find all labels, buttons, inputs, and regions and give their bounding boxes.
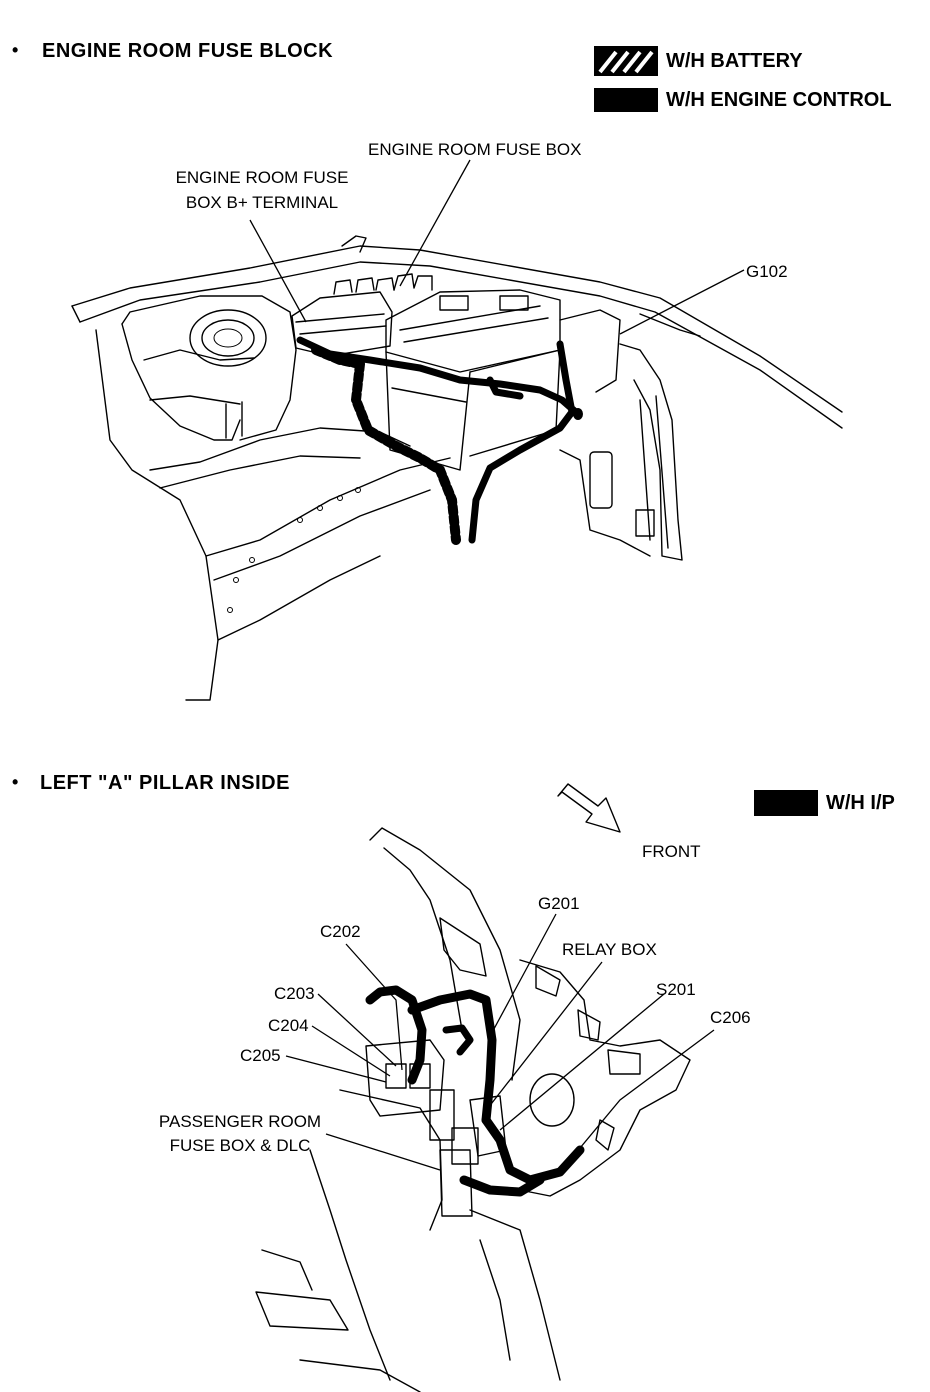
legend-label-battery: W/H BATTERY (666, 50, 803, 72)
section-bullet-bottom: • (12, 772, 19, 792)
callout-b-terminal-line1: ENGINE ROOM FUSE (175, 168, 349, 187)
callout-relay-box: RELAY BOX (562, 940, 657, 959)
callout-c203: C203 (274, 984, 315, 1003)
callout-c204: C204 (268, 1016, 309, 1035)
callout-passenger-line1: PASSENGER ROOM (158, 1112, 322, 1131)
callout-c205: C205 (240, 1046, 281, 1065)
callout-front: FRONT (642, 842, 701, 861)
callout-g201: G201 (538, 894, 580, 913)
legend-swatch-engine-control (594, 88, 658, 112)
callout-c206: C206 (710, 1008, 751, 1027)
callout-passenger-line2: FUSE BOX & DLC (169, 1136, 311, 1155)
section-bullet-top: • (12, 40, 19, 60)
legend-swatch-ip (754, 790, 818, 816)
callout-c202: C202 (320, 922, 361, 941)
callout-s201: S201 (656, 980, 696, 999)
callout-b-terminal-line2: BOX B+ TERMINAL (185, 193, 339, 212)
front-arrow-icon (557, 783, 621, 833)
legend-label-engine-control: W/H ENGINE CONTROL (666, 89, 892, 111)
legend-label-ip: W/H I/P (826, 792, 895, 814)
legend-swatch-battery-hatched (594, 46, 658, 76)
section-title-a-pillar: LEFT "A" PILLAR INSIDE (40, 772, 290, 794)
engine-compartment-illustration (71, 159, 843, 701)
section-title-engine-room: ENGINE ROOM FUSE BLOCK (42, 40, 334, 62)
callout-g102: G102 (746, 262, 788, 281)
callout-engine-room-fuse-box: ENGINE ROOM FUSE BOX (368, 140, 582, 159)
